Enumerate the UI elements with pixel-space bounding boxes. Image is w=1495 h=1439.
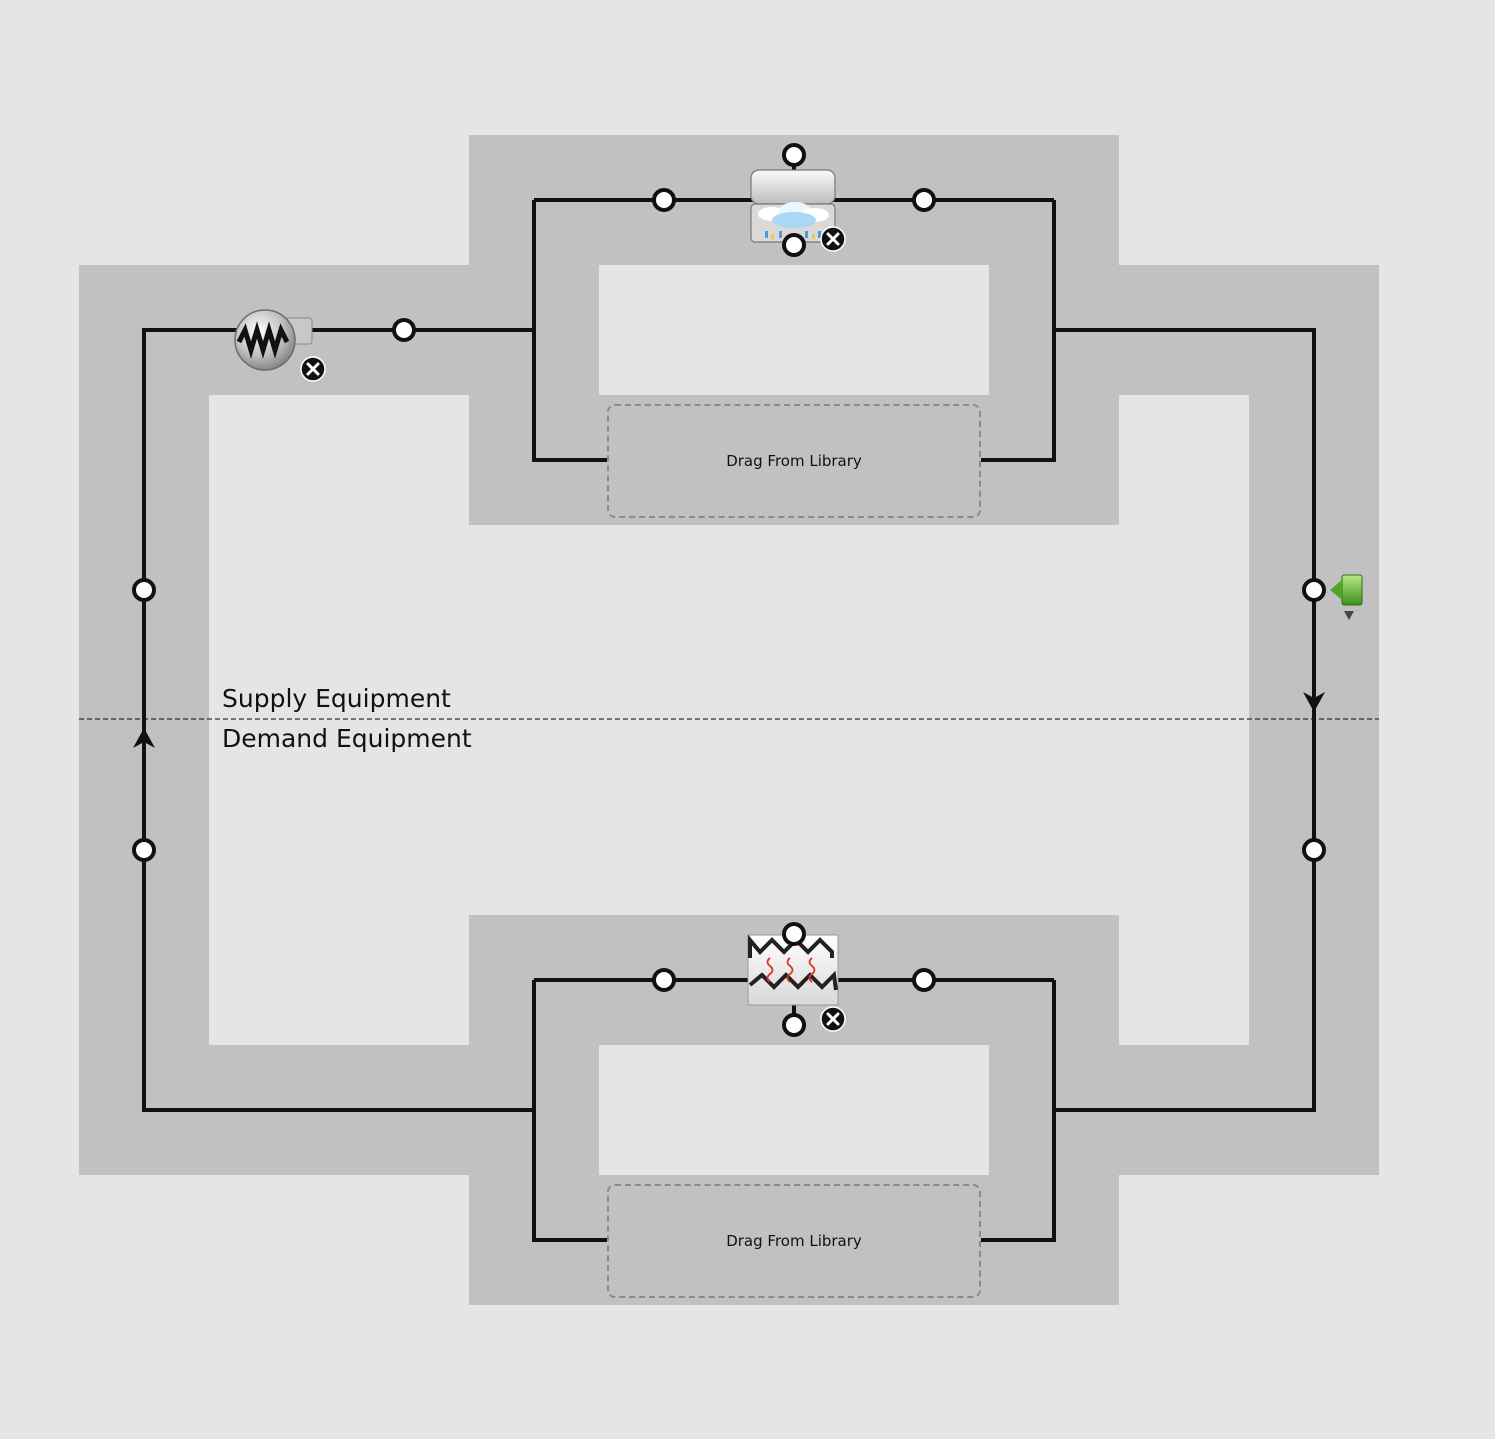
node-icon[interactable] bbox=[652, 188, 676, 212]
node-icon[interactable] bbox=[1302, 578, 1326, 602]
remove-icon[interactable] bbox=[300, 356, 326, 382]
remove-icon[interactable] bbox=[820, 226, 846, 252]
node-icon[interactable] bbox=[782, 922, 806, 946]
pump-icon[interactable] bbox=[234, 309, 313, 371]
demand-equipment-label: Demand Equipment bbox=[222, 724, 472, 753]
setpoint-manager-icon[interactable] bbox=[1330, 574, 1363, 620]
node-icon[interactable] bbox=[912, 968, 936, 992]
loop-band-openings bbox=[599, 265, 989, 1175]
supply-drop-zone[interactable]: Drag From Library bbox=[607, 404, 981, 518]
node-icon[interactable] bbox=[782, 1013, 806, 1037]
demand-drop-zone[interactable]: Drag From Library bbox=[607, 1184, 981, 1298]
node-icon[interactable] bbox=[652, 968, 676, 992]
node-icon[interactable] bbox=[1302, 838, 1326, 862]
flow-direction-arrow-icon bbox=[133, 728, 155, 748]
node-icon[interactable] bbox=[392, 318, 416, 342]
node-icon[interactable] bbox=[132, 578, 156, 602]
flow-direction-arrow-icon bbox=[1303, 692, 1325, 712]
remove-icon[interactable] bbox=[820, 1006, 846, 1032]
node-icon[interactable] bbox=[782, 233, 806, 257]
node-icon[interactable] bbox=[912, 188, 936, 212]
cooling-tower-icon[interactable] bbox=[750, 169, 836, 243]
node-icon[interactable] bbox=[132, 838, 156, 862]
supply-equipment-label: Supply Equipment bbox=[222, 684, 451, 713]
heat-exchanger-coil-icon[interactable] bbox=[747, 934, 839, 1006]
node-icon[interactable] bbox=[782, 143, 806, 167]
